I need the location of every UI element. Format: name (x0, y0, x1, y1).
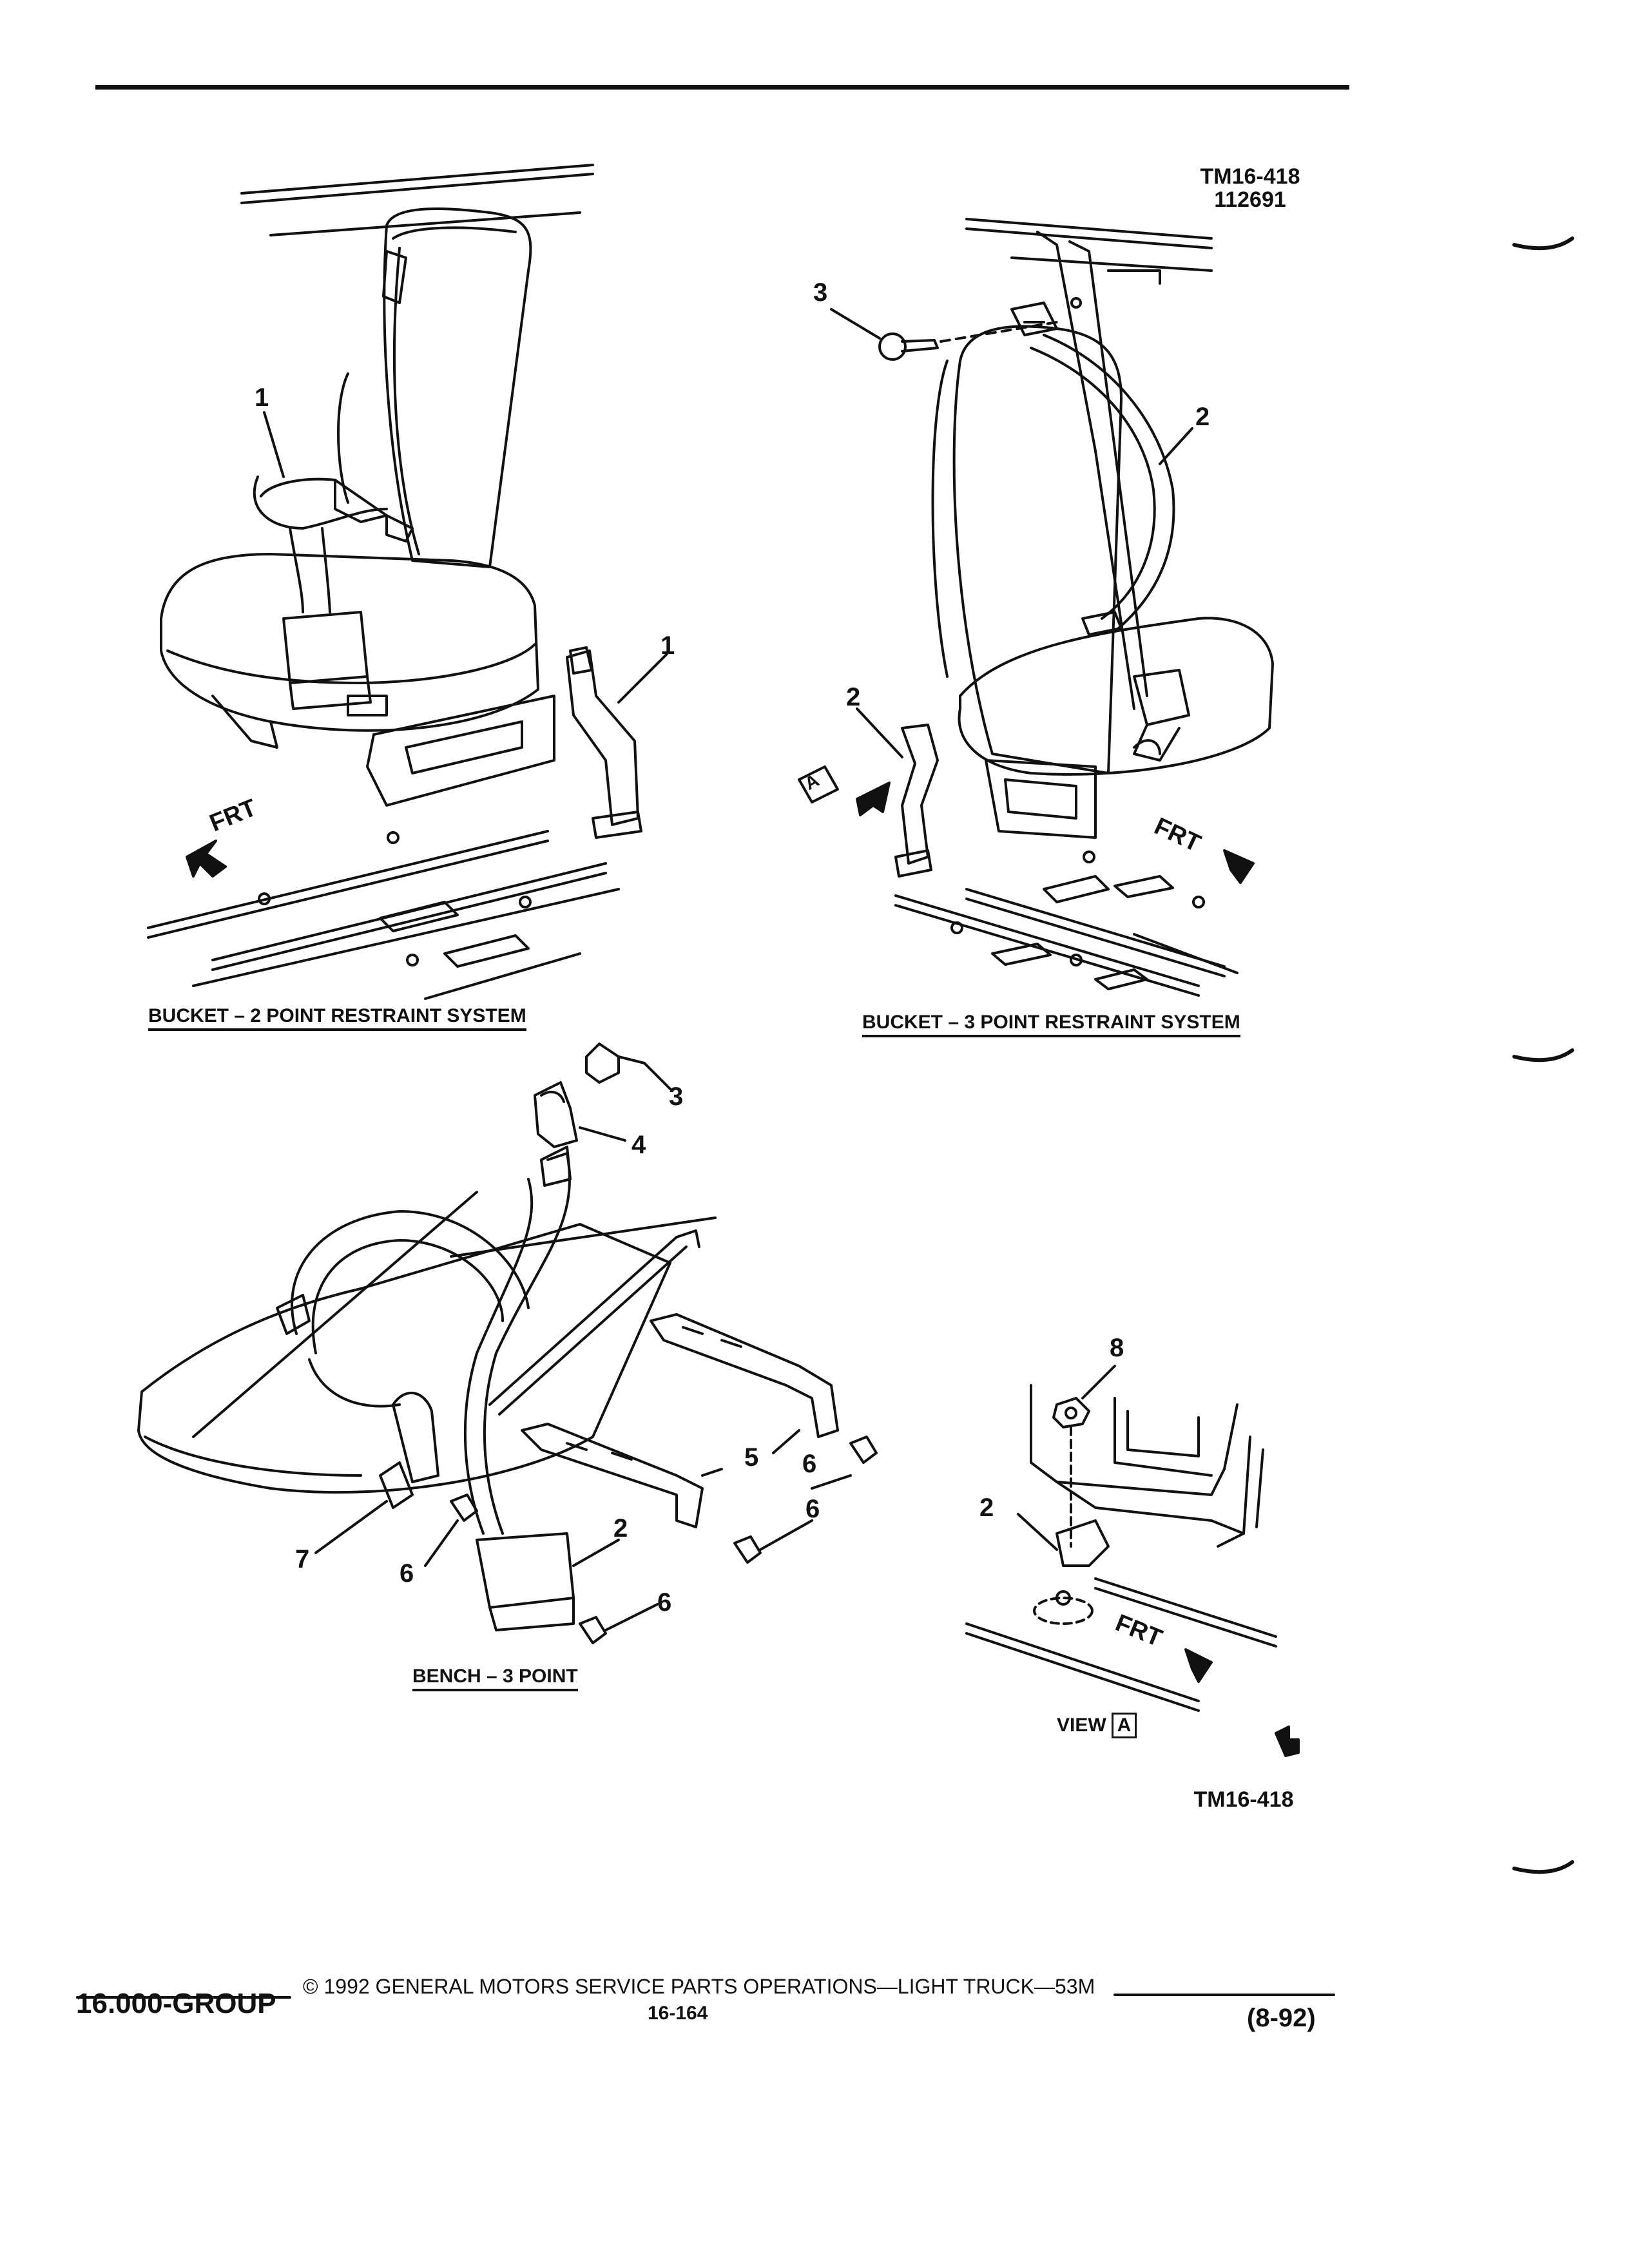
footer-copyright: © 1992 GENERAL MOTORS SERVICE PARTS OPER… (303, 1975, 1095, 1998)
scan-mark (1512, 1048, 1574, 1062)
callout-number: 3 (813, 278, 828, 307)
footer-group: 16.000-GROUP (76, 1988, 276, 2019)
callout-number: 5 (744, 1443, 759, 1472)
bottom-reference-code: TM16-418 (1193, 1787, 1294, 1812)
callout-number: 2 (979, 1494, 994, 1522)
view-label-text: VIEW (1057, 1715, 1106, 1736)
callout-number: 2 (846, 683, 861, 711)
view-a-drawing (965, 1365, 1277, 1712)
view-label-box: A (1111, 1713, 1137, 1738)
gm-logo-icon (1275, 1725, 1300, 1757)
callout-number: 6 (802, 1450, 817, 1478)
bucket-3pt-drawing (830, 218, 1274, 997)
front-arrow-icon (1184, 1648, 1213, 1683)
callout-number: 4 (631, 1131, 646, 1159)
callout-number: 6 (657, 1588, 672, 1617)
footer-page-number: 16-164 (648, 2003, 708, 2024)
footer-date: (8-92) (1247, 2004, 1316, 2032)
front-arrow-icon (1223, 849, 1255, 884)
reference-block: TM16-418 112691 (1186, 165, 1315, 211)
view-a-marker-box (798, 765, 839, 803)
callout-number: 7 (295, 1545, 310, 1573)
bench-3pt-drawing (137, 1043, 878, 1644)
arrow-icon (856, 782, 891, 816)
top-rule (95, 85, 1349, 90)
figure-caption: BUCKET – 3 POINT RESTRAINT SYSTEM (862, 1012, 1240, 1037)
front-arrow-icon (186, 840, 227, 878)
figure-caption: BUCKET – 2 POINT RESTRAINT SYSTEM (148, 1005, 526, 1031)
callout-number: 6 (805, 1495, 820, 1523)
reference-date: 112691 (1214, 187, 1286, 212)
callout-number: 2 (1195, 403, 1210, 431)
callout-number: 6 (400, 1559, 414, 1588)
callout-number: 1 (660, 631, 675, 660)
reference-code: TM16-418 (1200, 164, 1300, 189)
callout-number: 8 (1110, 1334, 1124, 1362)
bucket-2pt-drawing (147, 164, 668, 1000)
callout-number: 2 (613, 1514, 628, 1542)
scan-mark (1512, 1860, 1574, 1874)
callout-number: 1 (255, 383, 269, 412)
figure-caption: BENCH – 3 POINT (412, 1666, 578, 1691)
callout-number: 3 (669, 1082, 684, 1111)
scan-mark (1512, 236, 1574, 251)
